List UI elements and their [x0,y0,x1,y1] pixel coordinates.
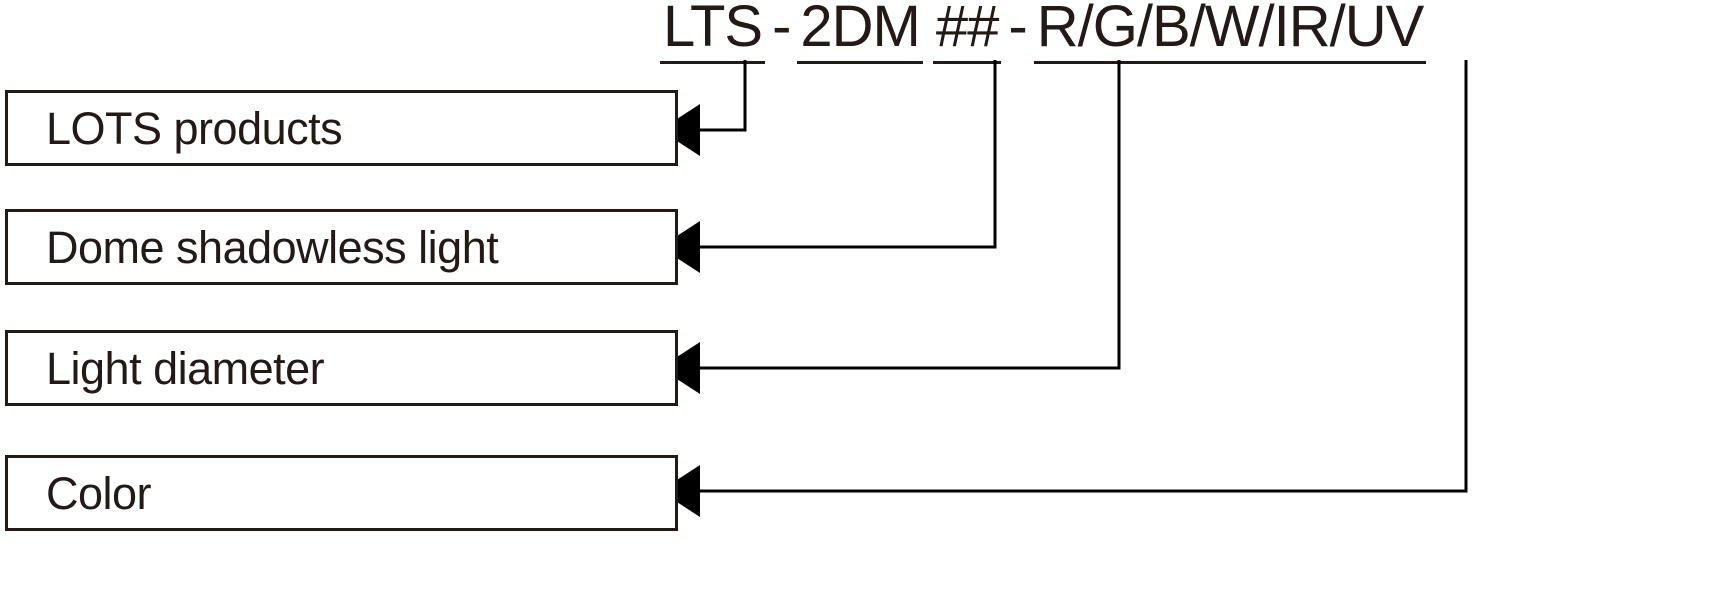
leader-line-light-diameter [700,60,1121,370]
callout-box-lots-products: LOTS products [5,90,678,166]
callout-label-lots-products: LOTS products [46,102,343,154]
part-segment-color: R/G/B/W/IR/UV [1033,0,1427,64]
leader-line-color [700,60,1468,493]
callout-box-dome-shadowless: Dome shadowless light [5,209,678,285]
part-number-heading: LTS - 2DM ## - R/G/B/W/IR/UV [660,0,1427,64]
part-segment-diameter: ## [932,0,1002,64]
leader-line-dome-shadowless [700,60,997,249]
part-segment-series: 2DM [797,0,923,64]
part-segment-prefix: LTS [660,0,766,64]
part-separator-2: - [1008,0,1027,59]
callout-box-color: Color [5,455,678,531]
callout-box-light-diameter: Light diameter [5,330,678,406]
callout-label-color: Color [46,467,152,519]
part-separator-1: - [772,0,791,59]
callout-label-dome-shadowless: Dome shadowless light [46,221,499,273]
leader-line-lots-products [700,60,747,132]
callout-label-light-diameter: Light diameter [46,342,325,394]
